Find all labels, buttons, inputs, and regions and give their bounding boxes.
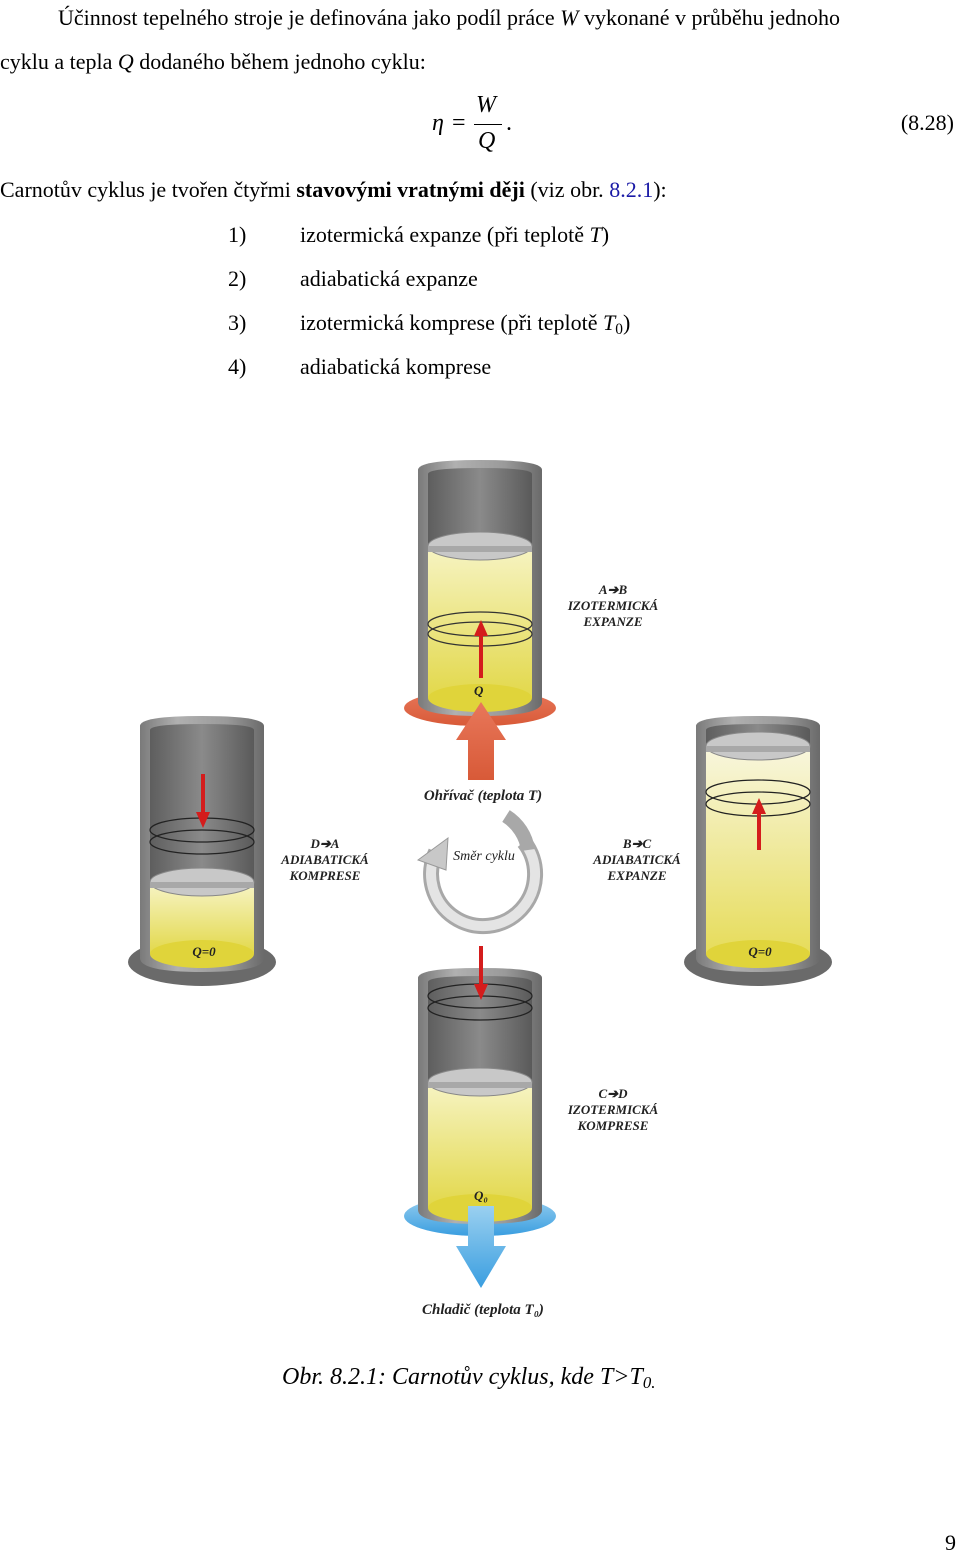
- subscript: 0: [615, 321, 623, 338]
- q-right-label: Q=0: [748, 944, 772, 959]
- step-number: 4): [228, 354, 247, 379]
- text: dodaného během jednoho cyklu:: [133, 49, 426, 74]
- text: izotermická komprese (při teplotě: [300, 310, 603, 335]
- heater-label: Ohřívač (teplota T): [424, 788, 542, 804]
- cooler-label: Chladič (teplota T₀): [422, 1302, 544, 1318]
- text: (viz obr.: [524, 177, 610, 202]
- step-number: 3): [228, 310, 247, 335]
- carnot-cycle-figure: Q A➔B IZOTERMICKÁ EXPANZE Ohřívač (teplo…: [128, 460, 832, 1318]
- q-top-label: Q: [474, 683, 484, 698]
- var-q: Q: [117, 49, 134, 74]
- equation-period: .: [506, 110, 512, 136]
- step-text: adiabatická komprese: [300, 354, 492, 379]
- gas-volume: [428, 1086, 532, 1208]
- equation-number: (8.28): [900, 110, 954, 135]
- text: Účinnost tepelného stroje je definována …: [58, 5, 561, 30]
- heat-in-arrow: [456, 702, 506, 780]
- carnot-intro: Carnotův cyklus je tvořen čtyřmi stavový…: [0, 176, 667, 204]
- gas-volume: [706, 750, 810, 954]
- text: Carnotův cyklus je tvořen čtyřmi: [0, 177, 297, 202]
- bc-label-1: B➔C: [622, 836, 652, 851]
- bold-term: stavovými vratnými ději: [296, 177, 525, 202]
- figure-reference-link[interactable]: 8.2.1: [609, 177, 654, 202]
- var-t: T: [589, 222, 602, 247]
- text: izotermická expanze (při teplotě: [300, 222, 590, 247]
- text: ):: [653, 177, 667, 202]
- cylinder-da: Q=0: [128, 716, 276, 986]
- step-number: 2): [228, 266, 247, 291]
- cylinder-cd: Q₀: [404, 946, 556, 1288]
- var-w: W: [560, 5, 579, 30]
- figure-caption: Obr. 8.2.1: Carnotův cyklus, kde T>T0.: [282, 1364, 655, 1393]
- bc-label-3: EXPANZE: [607, 868, 667, 883]
- text: vykonané v průběhu jednoho: [578, 5, 840, 30]
- cycle-direction-icon: Směr cyklu: [416, 810, 544, 935]
- ab-label-1: A➔B: [598, 582, 628, 597]
- text: ): [622, 310, 631, 335]
- q-left-label: Q=0: [192, 944, 216, 959]
- ab-label-2: IZOTERMICKÁ: [567, 598, 659, 613]
- da-label-2: ADIABATICKÁ: [280, 852, 369, 867]
- q-bottom-label: Q₀: [474, 1188, 488, 1203]
- fraction-denominator: Q: [478, 128, 496, 154]
- step-text: izotermická komprese (při teplotě T0): [300, 309, 630, 344]
- step-text: adiabatická expanze: [300, 266, 478, 291]
- var-t: T: [603, 310, 616, 335]
- subscript: 0.: [642, 1373, 656, 1392]
- equals-sign: =: [452, 110, 466, 136]
- text: Obr. 8.2.1: Carnotův cyklus, kde: [282, 1364, 600, 1390]
- page-number: 9: [945, 1530, 956, 1555]
- text: cyklu a tepla: [0, 49, 118, 74]
- text: ): [601, 222, 610, 247]
- cd-label-2: IZOTERMICKÁ: [567, 1102, 659, 1117]
- heat-out-arrow: [456, 1206, 506, 1288]
- fraction-numerator: W: [476, 92, 496, 118]
- cylinder-bc: Q=0: [684, 716, 832, 986]
- eta-symbol: η: [432, 110, 444, 136]
- step-text: izotermická expanze (při teplotě T): [300, 221, 609, 249]
- da-label-3: KOMPRESE: [289, 868, 361, 883]
- text: T>T: [599, 1364, 643, 1390]
- cylinder-ab: Q: [404, 460, 556, 780]
- fraction-bar: [474, 124, 502, 125]
- intro-line-1: Účinnost tepelného stroje je definována …: [58, 4, 840, 32]
- cycle-label: Směr cyklu: [453, 849, 515, 864]
- cd-label-1: C➔D: [599, 1086, 629, 1101]
- cd-label-3: KOMPRESE: [577, 1118, 649, 1133]
- ab-label-3: EXPANZE: [583, 614, 643, 629]
- bc-label-2: ADIABATICKÁ: [592, 852, 681, 867]
- intro-line-2: cyklu a tepla Q dodaného během jednoho c…: [0, 48, 426, 76]
- da-label-1: D➔A: [310, 836, 340, 851]
- efficiency-equation: η = W Q .: [432, 92, 552, 162]
- step-number: 1): [228, 222, 247, 247]
